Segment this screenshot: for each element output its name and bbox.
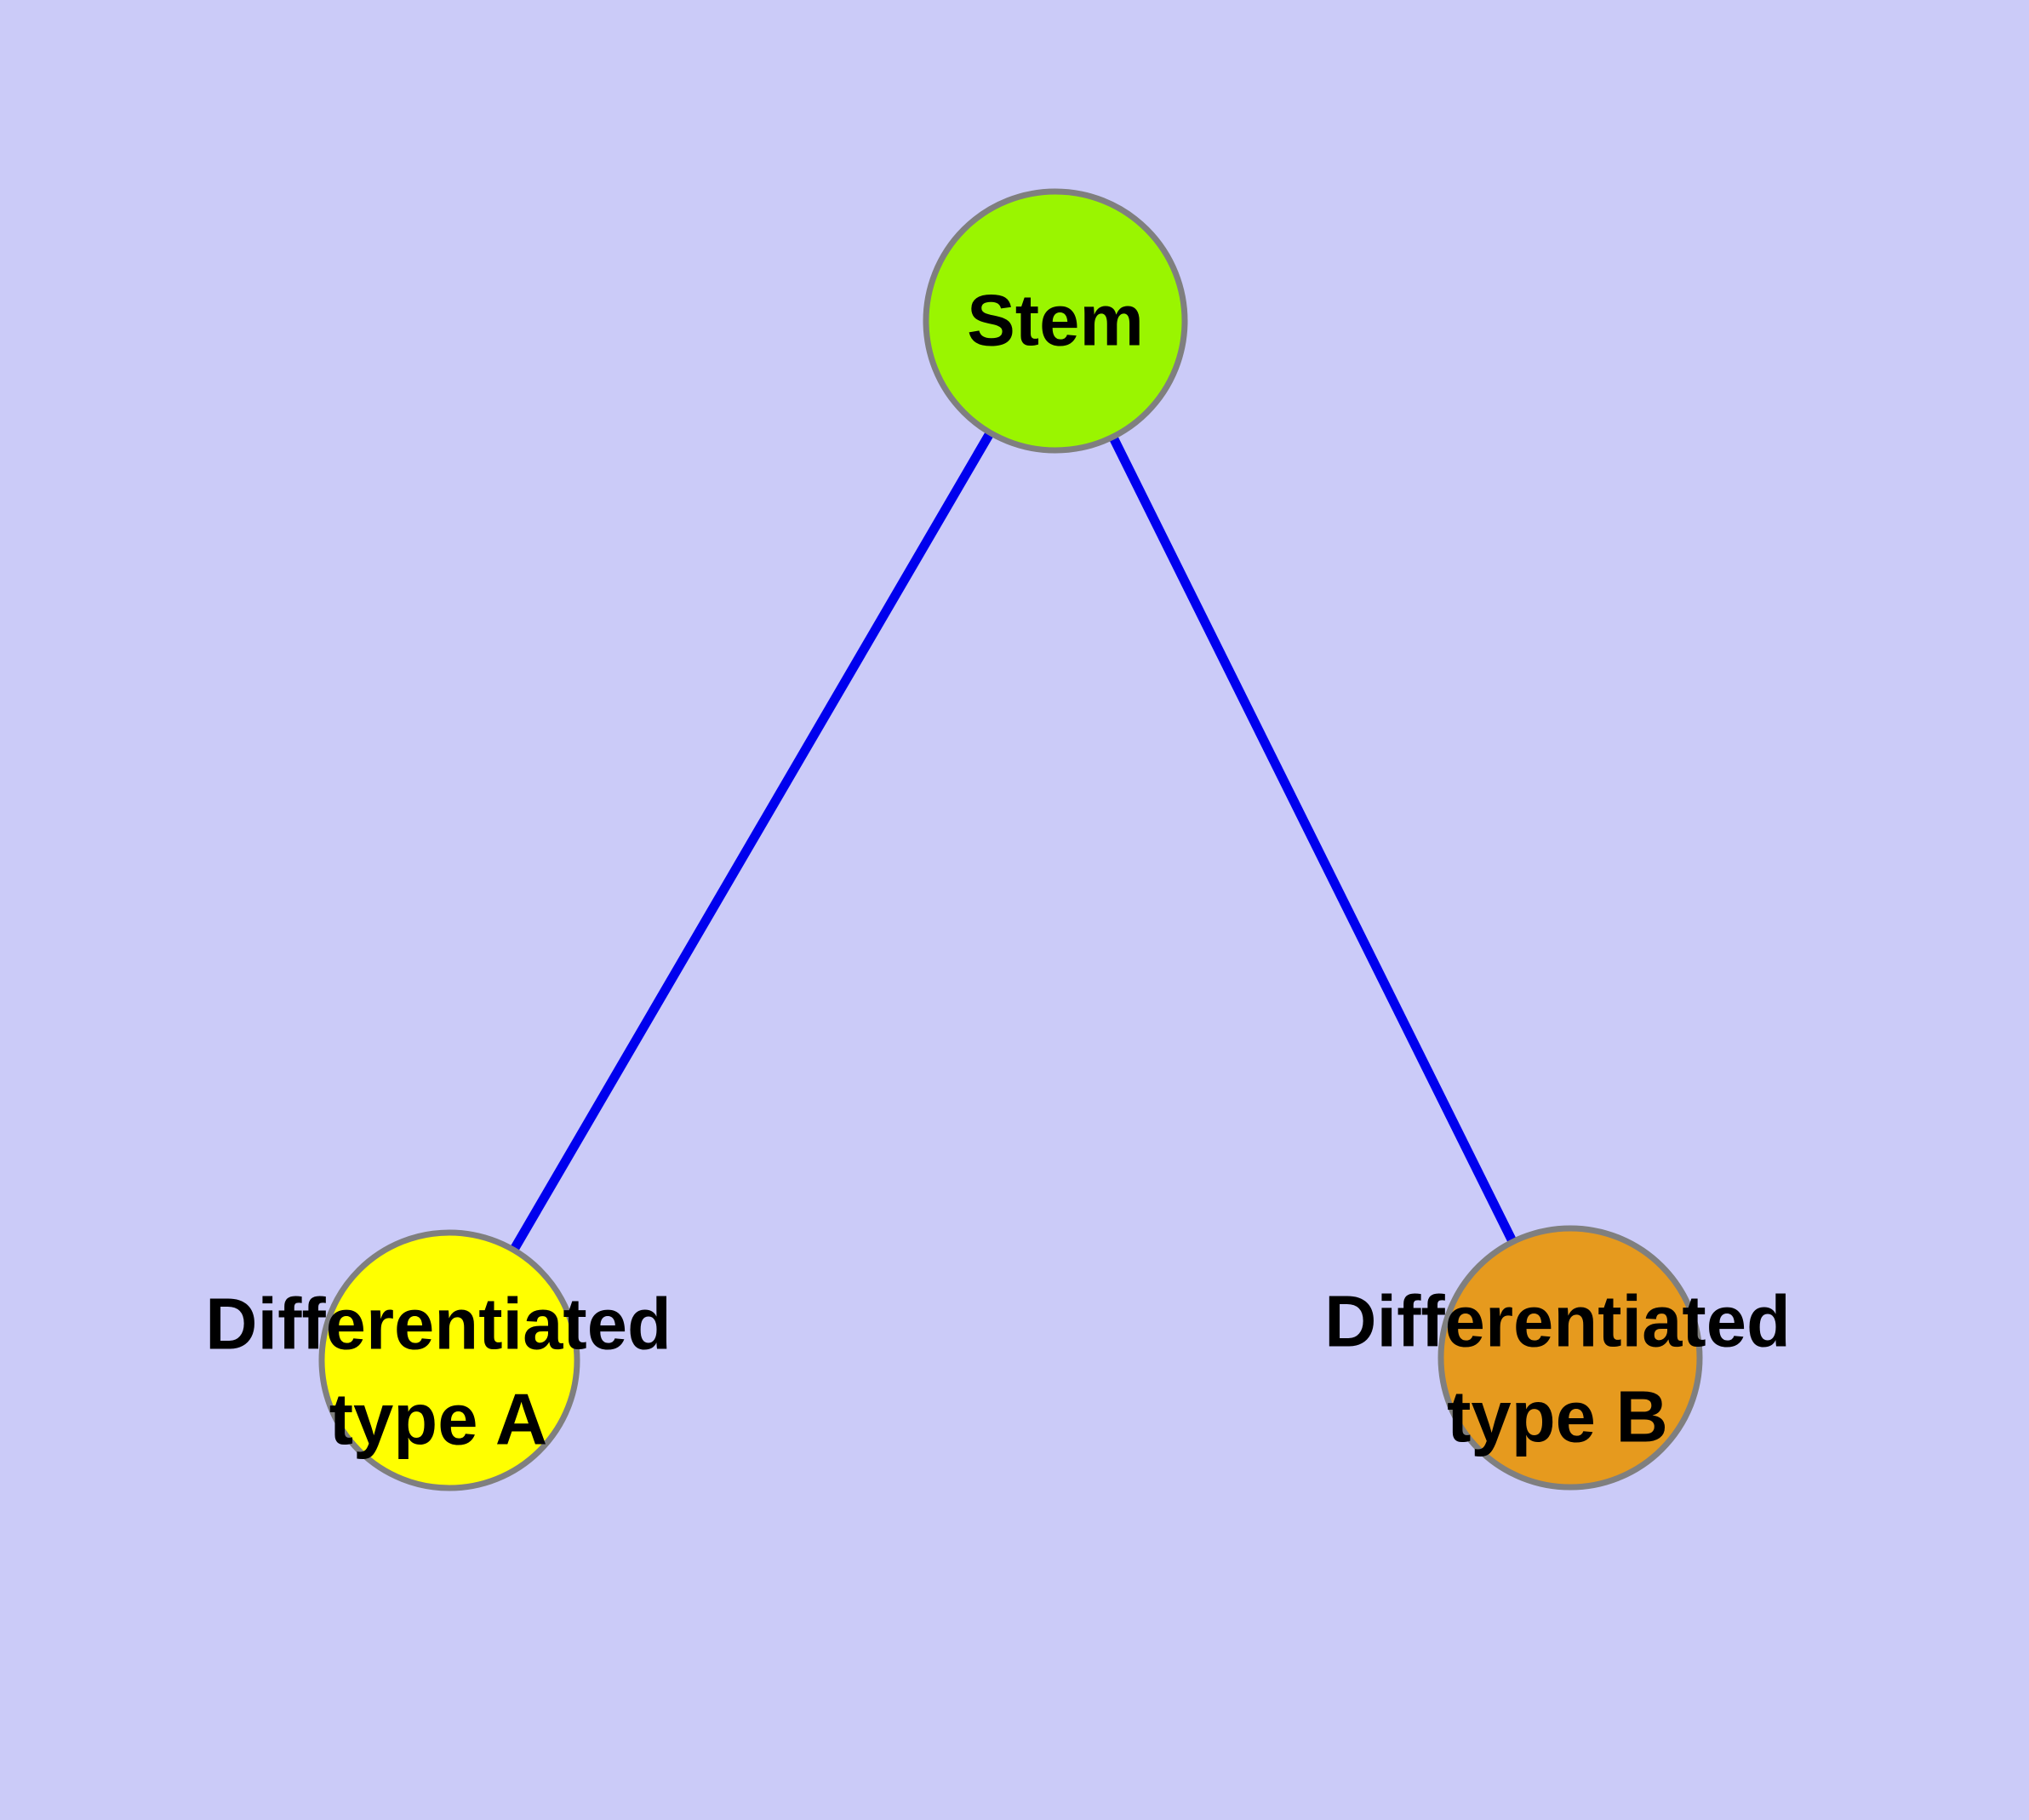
node-stem: Stem: [923, 188, 1188, 454]
node-type-b-circle: [1437, 1225, 1703, 1491]
node-type-a-circle: [318, 1229, 580, 1491]
node-stem-circle: [923, 188, 1188, 454]
node-type-a: Differentiated type A: [205, 1229, 672, 1491]
node-type-b-label-line1: Differentiated: [1324, 1282, 1791, 1363]
node-type-b: Differentiated type B: [1324, 1225, 1791, 1491]
node-type-a-label-line2: type A: [329, 1380, 548, 1461]
node-type-b-label-line2: type B: [1447, 1377, 1668, 1458]
node-stem-label: Stem: [967, 281, 1144, 362]
edge-stem-to-type-b: [1051, 318, 1575, 1360]
node-type-a-label-line1: Differentiated: [205, 1285, 672, 1365]
edge-stem-to-type-a: [445, 318, 1060, 1363]
